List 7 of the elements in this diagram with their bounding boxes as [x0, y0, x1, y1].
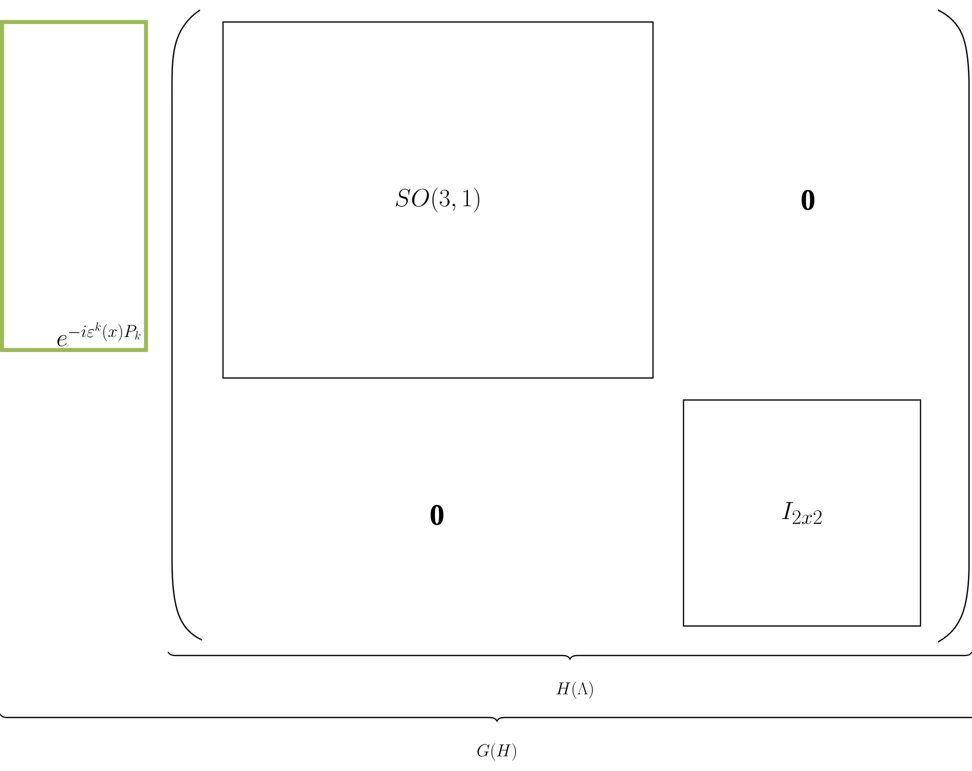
brace-label: $H(\Lambda)$	[556, 681, 593, 699]
zero-entry: 0	[430, 504, 444, 526]
exponential-box: $e^{-i\varepsilon^{k}(x)P_{k}}$	[0, 20, 148, 352]
brace-label: $G(H)$	[477, 743, 516, 761]
zero-entry: 0	[802, 190, 814, 210]
matrix-block: $SO(3,1)$	[222, 21, 654, 379]
matrix-block: $I_{2x2}$	[682, 399, 922, 627]
